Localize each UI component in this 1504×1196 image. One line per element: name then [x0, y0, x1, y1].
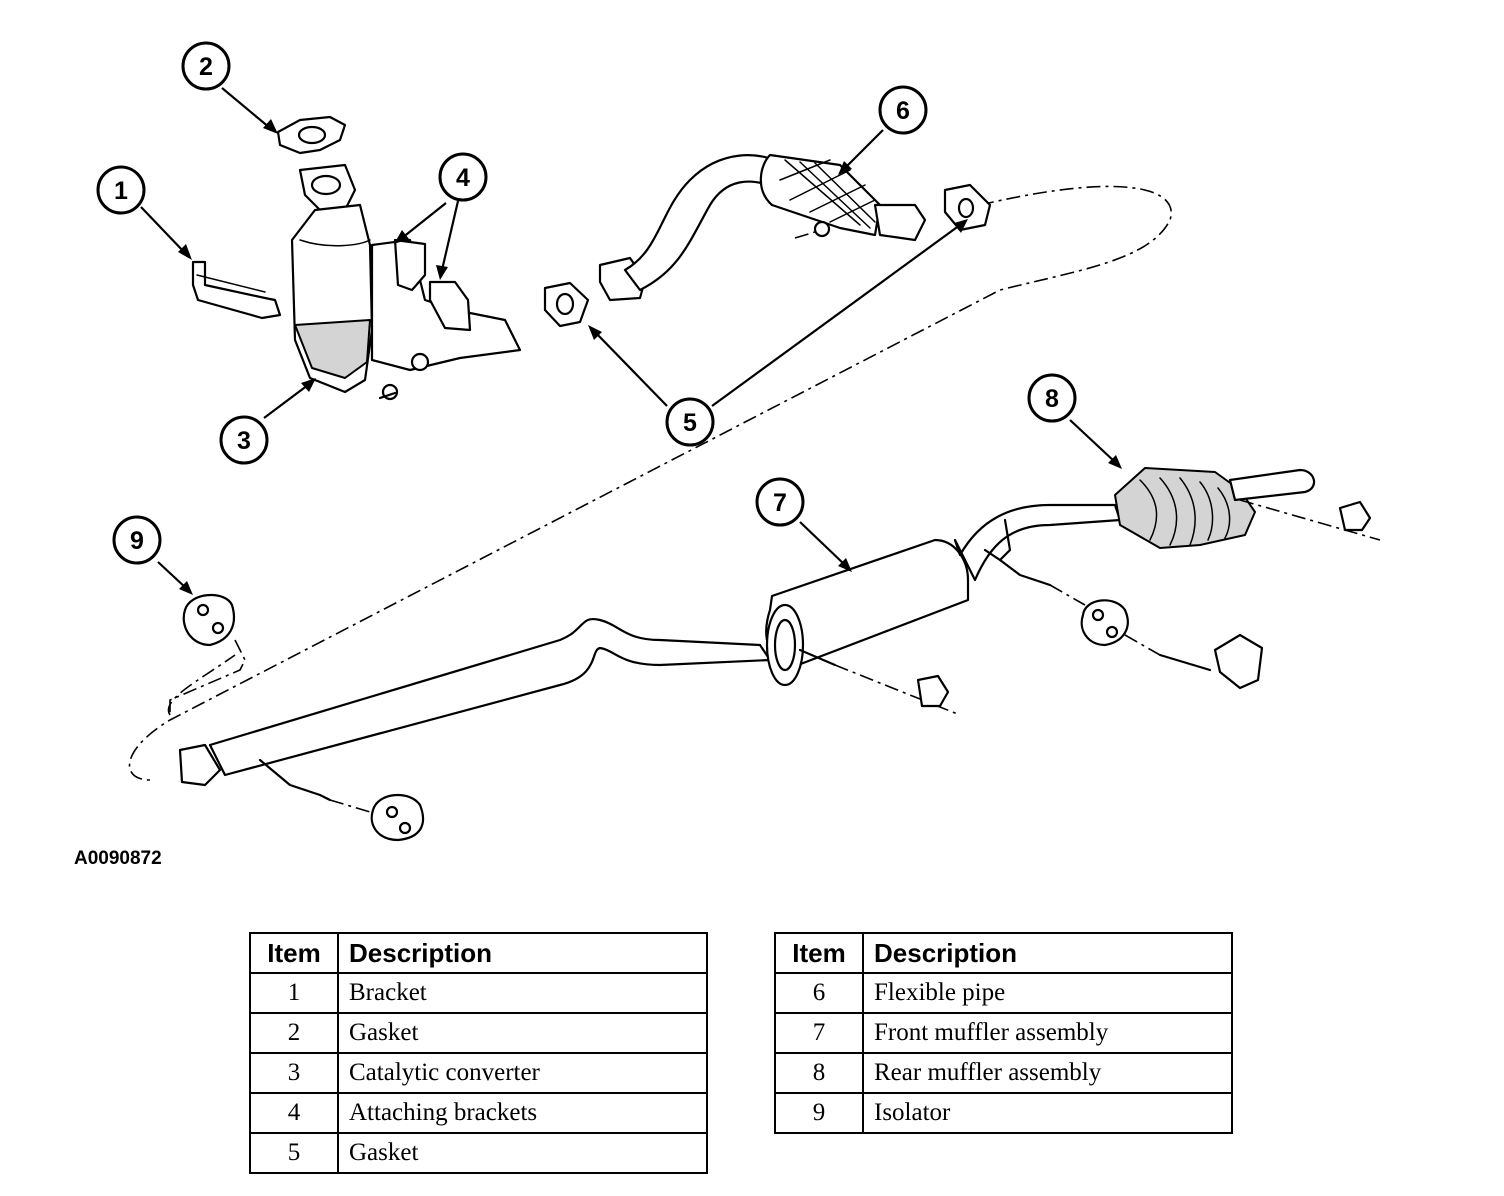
item-description: Gasket: [337, 1012, 708, 1054]
callout-8: 8: [1027, 373, 1077, 423]
item-number: 9: [774, 1092, 864, 1134]
item-description: Rear muffler assembly: [862, 1052, 1233, 1094]
item-description: Front muffler assembly: [862, 1012, 1233, 1054]
item-description: Catalytic converter: [337, 1052, 708, 1094]
gasket-part-rear: [943, 183, 992, 232]
callout-1: 1: [96, 165, 146, 215]
item-description: Isolator: [862, 1092, 1233, 1134]
gasket-part-front: [543, 281, 590, 328]
callout-4: 4: [438, 152, 488, 202]
item-number: 2: [249, 1012, 339, 1054]
item-description: Flexible pipe: [862, 972, 1233, 1014]
svg-text:2: 2: [199, 53, 213, 81]
header-item: Item: [249, 932, 339, 974]
svg-text:4: 4: [456, 164, 470, 192]
svg-text:6: 6: [896, 97, 910, 125]
attaching-brackets-part: [393, 238, 472, 332]
front-pipe: [598, 154, 787, 302]
figure-id: A0090872: [74, 848, 162, 869]
flexible-pipe-part: [759, 153, 927, 242]
table-header-row: Item Description: [774, 932, 1233, 974]
svg-text:9: 9: [130, 527, 144, 555]
callout-2: 2: [181, 41, 231, 91]
rear-muffler-assembly-part: [1114, 467, 1381, 549]
item-number: 6: [774, 972, 864, 1014]
item-number: 3: [249, 1052, 339, 1094]
svg-text:8: 8: [1045, 385, 1059, 413]
callout-6: 6: [878, 85, 928, 135]
item-description: Bracket: [337, 972, 708, 1014]
item-number: 5: [249, 1132, 339, 1174]
exhaust-system-diagram: 1 2 3 4 5 6 7 8 9: [96, 41, 1381, 842]
item-description: Gasket: [337, 1132, 708, 1174]
item-number: 4: [249, 1092, 339, 1134]
callout-5: 5: [665, 397, 715, 447]
item-number: 8: [774, 1052, 864, 1094]
callout-9: 9: [112, 515, 162, 565]
svg-text:3: 3: [237, 427, 251, 455]
gasket-part-top: [276, 115, 347, 155]
item-description: Attaching brackets: [337, 1092, 708, 1134]
header-description: Description: [337, 932, 708, 974]
callout-7: 7: [755, 477, 805, 527]
front-muffler-assembly-part: [178, 503, 1122, 816]
alignment-centerline: [128, 185, 1172, 781]
svg-text:7: 7: [773, 489, 787, 517]
item-number: 1: [249, 972, 339, 1014]
svg-text:5: 5: [683, 409, 697, 437]
bracket-part: [191, 260, 282, 320]
item-number: 7: [774, 1012, 864, 1054]
svg-text:1: 1: [114, 177, 128, 205]
header-description: Description: [862, 932, 1233, 974]
isolator-part: [169, 500, 1372, 842]
leader-arrows: [140, 87, 1122, 595]
header-item: Item: [774, 932, 864, 974]
table-header-row: Item Description: [249, 932, 708, 974]
callout-3: 3: [219, 415, 269, 465]
